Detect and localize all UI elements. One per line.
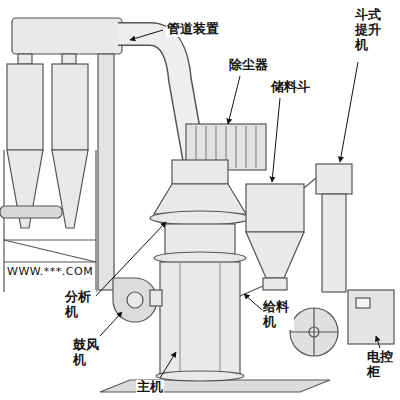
feeder-label: 给料机 (262, 300, 294, 330)
dust-collector-label: 除尘器 (228, 58, 269, 73)
main-unit-label: 主机 (136, 380, 164, 395)
elevator-label: 斗式提升机 (354, 8, 386, 53)
blower-label: 鼓风机 (72, 338, 104, 368)
hopper-label: 储料斗 (270, 80, 311, 95)
analyzer-label: 分析机 (64, 290, 96, 320)
watermark: WWW.***.COM (6, 266, 94, 279)
cabinet-label: 电控柜 (366, 350, 398, 380)
pipe-label: 管道装置 (166, 22, 220, 37)
